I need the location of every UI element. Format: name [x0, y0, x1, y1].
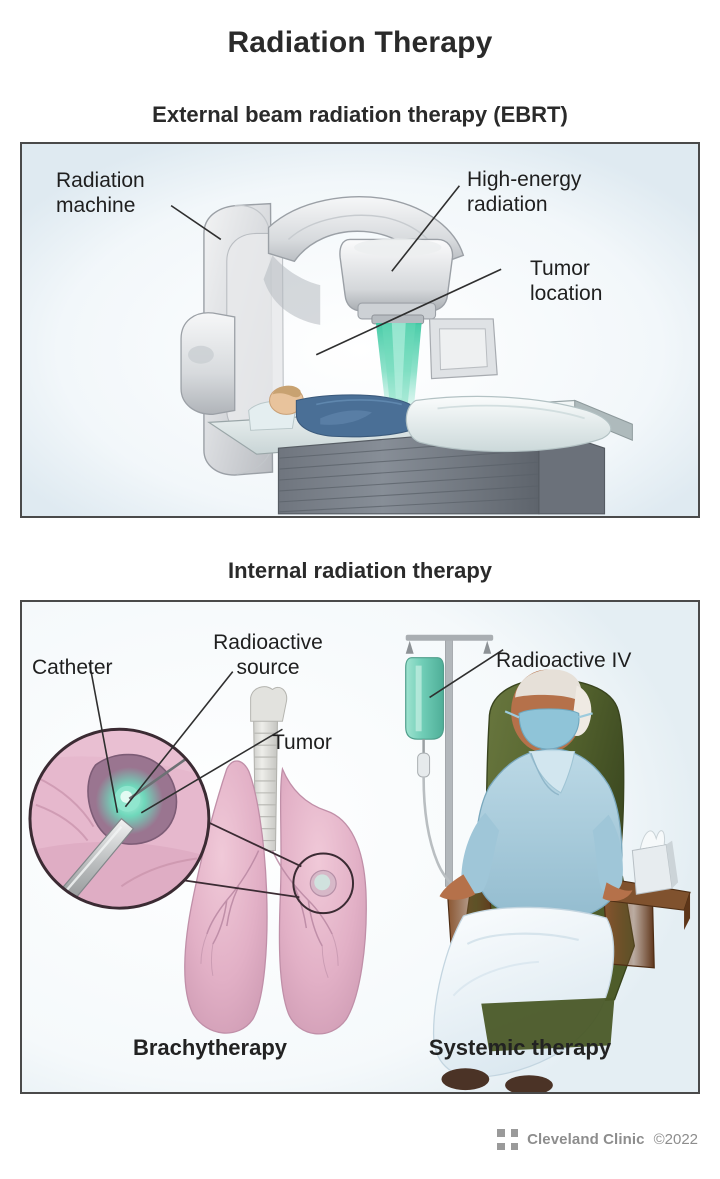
label-tumor-location: Tumor location	[530, 257, 603, 305]
tumor-circle-marker	[292, 852, 355, 915]
ebrt-panel	[20, 142, 700, 518]
patient-hand-right	[602, 882, 633, 902]
footer: Cleveland Clinic ©2022	[497, 1129, 698, 1150]
internal-panel	[20, 600, 700, 1094]
label-catheter: Catheter	[32, 656, 113, 679]
copyright-text: ©2022	[653, 1131, 698, 1148]
caption-systemic-therapy: Systemic therapy	[428, 1035, 612, 1060]
patient-shoe-right	[505, 1075, 553, 1092]
label-high-energy-radiation: High-energy radiation	[467, 168, 582, 216]
label-tumor: Tumor	[272, 731, 332, 754]
patient-arm-left	[461, 812, 500, 894]
patient-shoe-left	[441, 1068, 490, 1091]
right-lung	[278, 766, 367, 1035]
cleveland-clinic-logo-icon	[497, 1129, 519, 1150]
systemic-therapy-illustration	[405, 634, 691, 1092]
machine-side-pod	[180, 312, 236, 416]
brand-name: Cleveland Clinic	[527, 1131, 645, 1148]
internal-section-heading: Internal radiation therapy	[227, 558, 493, 583]
tissue-box	[631, 830, 679, 895]
ebrt-illustration	[22, 144, 698, 516]
patient-seated-head	[504, 669, 593, 754]
page-title: Radiation Therapy	[227, 26, 493, 59]
imaging-panel	[428, 318, 498, 380]
label-radiation-machine: Radiation machine	[56, 169, 145, 217]
iv-fluid-bag	[405, 657, 445, 740]
label-radioactive-source: Radioactive source	[213, 631, 323, 679]
bronchial-tree	[206, 850, 333, 947]
magnified-inset	[28, 727, 211, 910]
label-radioactive-iv: Radioactive IV	[496, 649, 632, 672]
patient-hand-left	[439, 874, 476, 900]
patient-lying	[248, 385, 612, 453]
patient-hair	[515, 669, 582, 702]
caption-brachytherapy: Brachytherapy	[132, 1035, 288, 1060]
recliner-base	[481, 997, 615, 1052]
ebrt-section-heading: External beam radiation therapy (EBRT)	[152, 102, 568, 127]
treatment-head	[339, 238, 454, 325]
internal-illustration	[22, 602, 698, 1092]
lungs-illustration	[28, 686, 367, 1035]
patient-arm-right	[592, 814, 623, 894]
face-mask	[518, 708, 580, 750]
